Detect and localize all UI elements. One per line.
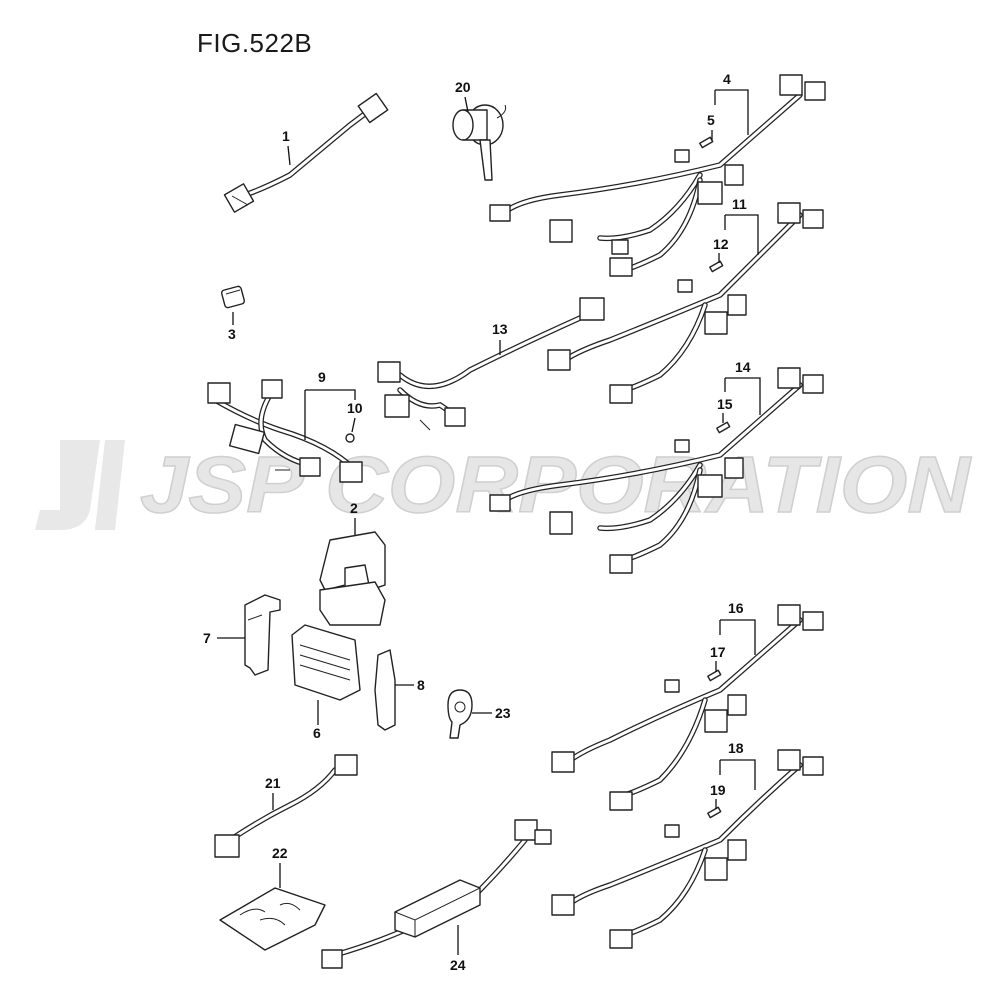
callout-16: 16 bbox=[719, 600, 756, 655]
svg-text:12: 12 bbox=[713, 236, 729, 252]
part-9-harness[interactable] bbox=[207, 379, 363, 483]
part-23-clamp[interactable] bbox=[447, 689, 473, 739]
part-18-harness[interactable] bbox=[551, 749, 824, 949]
part-12-screw[interactable] bbox=[709, 260, 724, 273]
callout-7: 7 bbox=[203, 630, 245, 646]
svg-text:24: 24 bbox=[450, 957, 466, 973]
part-13-harness[interactable] bbox=[377, 297, 605, 431]
figure-title: FIG.522B bbox=[197, 28, 313, 58]
callout-22: 22 bbox=[272, 845, 288, 888]
part-4-harness[interactable] bbox=[489, 74, 826, 277]
callout-12: 12 bbox=[713, 236, 729, 263]
callout-3: 3 bbox=[228, 312, 236, 342]
callout-19: 19 bbox=[710, 782, 726, 809]
callout-10: 10 bbox=[347, 400, 363, 433]
callout-13: 13 bbox=[492, 321, 508, 355]
svg-text:8: 8 bbox=[417, 677, 425, 693]
callout-4: 4 bbox=[714, 71, 749, 135]
svg-text:15: 15 bbox=[717, 396, 733, 412]
svg-text:17: 17 bbox=[710, 644, 726, 660]
callout-23: 23 bbox=[472, 705, 511, 721]
part-19-screw[interactable] bbox=[707, 806, 722, 819]
svg-text:16: 16 bbox=[728, 600, 744, 616]
svg-text:4: 4 bbox=[723, 71, 731, 87]
callout-21: 21 bbox=[265, 775, 281, 810]
svg-text:22: 22 bbox=[272, 845, 288, 861]
svg-text:2: 2 bbox=[350, 500, 358, 516]
svg-text:23: 23 bbox=[495, 705, 511, 721]
callout-14: 14 bbox=[724, 359, 761, 415]
callout-11: 11 bbox=[724, 196, 759, 255]
svg-text:6: 6 bbox=[313, 725, 321, 741]
part-16-harness[interactable] bbox=[551, 604, 824, 811]
callout-8: 8 bbox=[395, 677, 425, 693]
svg-text:18: 18 bbox=[728, 740, 744, 756]
svg-text:7: 7 bbox=[203, 630, 211, 646]
callout-17: 17 bbox=[710, 644, 726, 672]
part-21-cable[interactable] bbox=[214, 754, 358, 858]
callout-2: 2 bbox=[350, 500, 358, 535]
svg-text:9: 9 bbox=[318, 369, 326, 385]
part-5-screw[interactable] bbox=[699, 136, 714, 149]
part-22-bag[interactable] bbox=[219, 887, 326, 951]
callout-24: 24 bbox=[450, 925, 466, 973]
svg-text:14: 14 bbox=[735, 359, 751, 375]
svg-text:20: 20 bbox=[455, 79, 471, 95]
callout-20: 20 bbox=[455, 79, 471, 113]
part-8-bracket[interactable] bbox=[374, 649, 396, 731]
svg-text:11: 11 bbox=[732, 196, 747, 212]
svg-text:5: 5 bbox=[707, 112, 715, 128]
svg-text:21: 21 bbox=[265, 775, 281, 791]
watermark-emblem bbox=[35, 440, 125, 530]
svg-text:1: 1 bbox=[282, 128, 290, 144]
part-7-bracket[interactable] bbox=[244, 594, 281, 676]
callout-15: 15 bbox=[717, 396, 733, 423]
callout-9: 9 bbox=[304, 369, 356, 440]
callout-6: 6 bbox=[313, 700, 321, 741]
part-17-screw[interactable] bbox=[707, 669, 722, 682]
callout-5: 5 bbox=[707, 112, 715, 140]
svg-text:3: 3 bbox=[228, 326, 236, 342]
part-1-cable[interactable] bbox=[223, 92, 389, 213]
part-11-harness[interactable] bbox=[547, 202, 824, 404]
part-3-plug[interactable] bbox=[220, 285, 246, 309]
part-2-rubber-cover[interactable] bbox=[319, 531, 386, 626]
svg-text:10: 10 bbox=[347, 400, 363, 416]
part-15-screw[interactable] bbox=[716, 421, 731, 434]
part-14-harness[interactable] bbox=[489, 367, 824, 574]
part-20-buzzer[interactable] bbox=[452, 104, 507, 181]
part-24-inline-module[interactable] bbox=[321, 819, 552, 969]
svg-text:13: 13 bbox=[492, 321, 508, 337]
callout-1: 1 bbox=[282, 128, 291, 166]
callout-18: 18 bbox=[719, 740, 756, 790]
part-6-ecu-module[interactable] bbox=[291, 624, 361, 701]
svg-text:19: 19 bbox=[710, 782, 726, 798]
